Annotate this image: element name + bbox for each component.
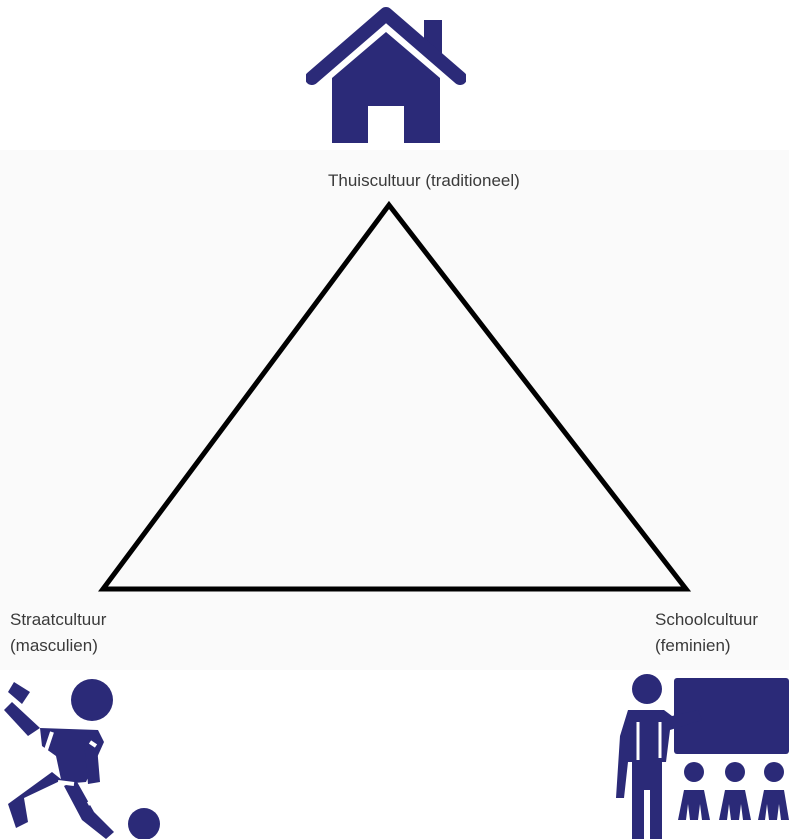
soccer-player-icon	[4, 679, 160, 839]
house-icon	[306, 7, 466, 143]
label-school-culture-line1: Schoolcultuur	[655, 610, 759, 629]
triangle-outline	[98, 200, 692, 592]
label-school-culture: Schoolcultuur (feminien)	[655, 607, 758, 659]
label-street-culture: Straatcultuur (masculien)	[10, 607, 106, 659]
label-street-culture-line2: (masculien)	[10, 636, 98, 655]
label-home-culture-text: Thuiscultuur (traditioneel)	[328, 171, 520, 190]
teacher-classroom-icon	[616, 674, 789, 839]
label-school-culture-line2: (feminien)	[655, 636, 731, 655]
diagram-background	[0, 150, 789, 670]
label-home-culture: Thuiscultuur (traditioneel)	[328, 168, 520, 194]
label-street-culture-line1: Straatcultuur	[10, 610, 107, 629]
